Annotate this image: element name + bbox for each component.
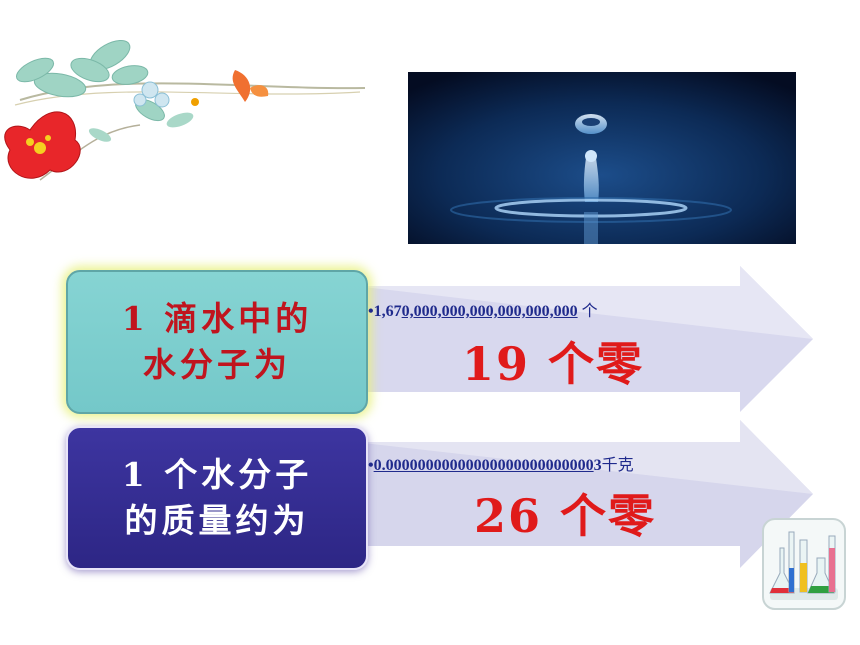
number-suffix: 3 [593,457,602,474]
box2-line1: 1 个水分子 [121,455,313,494]
number-unit: 千克 [601,457,634,474]
lab-flasks-icon [762,518,846,610]
molecule-mass-label-box: 1 个水分子 的质量约为 [66,426,368,570]
bullet: • [368,457,374,474]
number-prefix: 1,67 [373,303,402,320]
box2-line2: 的质量约为 [124,501,310,540]
number-underlined: 0,000,000,000,000,000,000 [401,303,578,320]
number-unit: 个 [581,303,598,320]
water-drop-photo [408,72,796,244]
bullet: • [368,303,374,320]
flower-decoration-icon [4,39,366,181]
water-drop-label-box: 1 滴水中的 水分子为 [66,270,368,414]
zeros-count-2: 26 个零 [474,489,657,543]
box1-line2: 水分子为 [143,345,291,384]
molecule-count-number: •1,670,000,000,000,000,000,000 个 [368,297,598,321]
arrow-shape-2 [355,420,813,568]
arrow-shape-1 [355,266,813,412]
molecule-mass-number: •0.000000000000000000000000003千克 [368,451,634,475]
zeros-count-1: 19 个零 [462,337,645,391]
number-underlined: 0.00000000000000000000000000 [373,457,594,474]
box1-line1: 1 滴水中的 [121,299,313,338]
